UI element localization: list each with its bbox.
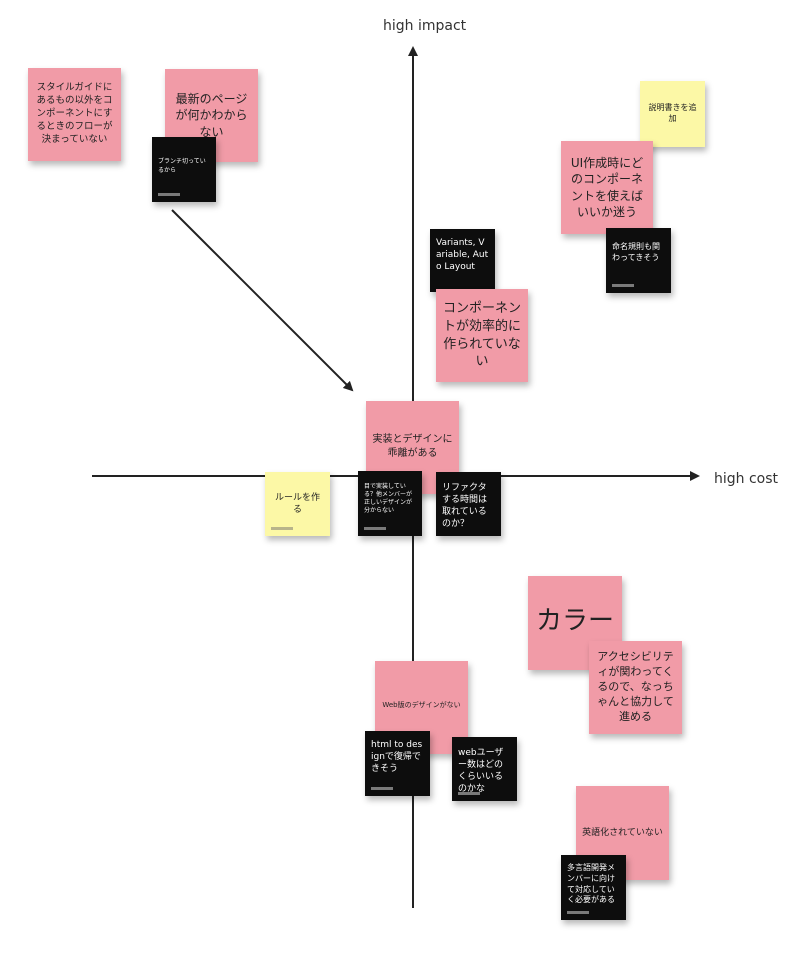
sticky-note-html-to-design[interactable]: html to designで復帰できそう — [365, 731, 430, 796]
connector-arrow[interactable] — [171, 209, 354, 392]
note-text: コンポーネントが効率的に作られていない — [442, 301, 521, 370]
sticky-note-branch[interactable]: ブランチ切っているから — [152, 137, 216, 202]
sticky-note-style-guide[interactable]: スタイルガイドにあるもの以外をコンポーネントにするときのフローが決まっていない — [28, 68, 121, 161]
author-tag — [271, 527, 293, 530]
note-text: Variants, Variable, Auto Layout — [436, 238, 489, 273]
author-tag — [371, 787, 393, 790]
note-text: 実装とデザインに乖離がある — [372, 434, 453, 459]
note-text: 命名規則も関わってきそう — [612, 242, 660, 262]
y-axis-label: high impact — [383, 18, 467, 34]
author-tag — [567, 911, 589, 914]
x-axis-label: high cost — [714, 471, 779, 487]
note-text: 多言語開発メンバーに向けて対応していく必要がある — [567, 863, 615, 905]
note-text: ブランチ切っているから — [158, 158, 206, 174]
sticky-note-multilang[interactable]: 多言語開発メンバーに向けて対応していく必要がある — [561, 855, 626, 920]
sticky-note-add-description[interactable]: 説明書きを追加 — [640, 81, 705, 147]
note-text: 説明書きを追加 — [648, 103, 697, 123]
sticky-note-make-rules[interactable]: ルールを作る — [265, 472, 330, 536]
note-text: アクセシビリティが関わってくるので、なっちゃんと協力して進める — [597, 650, 674, 723]
sticky-note-refactor-time[interactable]: リファクタする時間は取れているのか？ — [436, 472, 501, 536]
note-text: 目で実装している？他メンバーが正しいデザインが分からない — [364, 483, 413, 515]
sticky-note-variants[interactable]: Variants, Variable, Auto Layout — [430, 229, 495, 292]
note-text: webユーザー数はどのくらいいるのかな — [458, 748, 504, 795]
sticky-note-web-users[interactable]: webユーザー数はどのくらいいるのかな — [452, 737, 517, 801]
sticky-note-component-efficiency[interactable]: コンポーネントが効率的に作られていない — [436, 289, 528, 382]
sticky-note-accessibility[interactable]: アクセシビリティが関わってくるので、なっちゃんと協力して進める — [589, 641, 682, 734]
note-text: html to designで復帰できそう — [371, 740, 423, 775]
sticky-note-naming-rules[interactable]: 命名規則も関わってきそう — [606, 228, 671, 293]
author-tag — [158, 193, 180, 196]
sticky-note-visual-check[interactable]: 目で実装している？他メンバーが正しいデザインが分からない — [358, 471, 422, 536]
note-text: UI作成時にどのコンポーネントを使えばいいか迷う — [570, 156, 644, 219]
note-text: スタイルガイドにあるもの以外をコンポーネントにするときのフローが決まっていない — [36, 82, 113, 145]
author-tag — [458, 792, 480, 795]
sticky-note-ui-creation[interactable]: UI作成時にどのコンポーネントを使えばいいか迷う — [561, 141, 653, 234]
author-tag — [612, 284, 634, 287]
note-text: 最新のページが何かわからない — [175, 92, 248, 139]
author-tag — [364, 527, 386, 530]
note-text: カラー — [535, 606, 614, 636]
note-text: リファクタする時間は取れているのか？ — [442, 483, 488, 530]
note-text: 英語化されていない — [582, 827, 663, 838]
note-text: Web版のデザインがない — [382, 701, 461, 709]
note-text: ルールを作る — [274, 492, 320, 515]
